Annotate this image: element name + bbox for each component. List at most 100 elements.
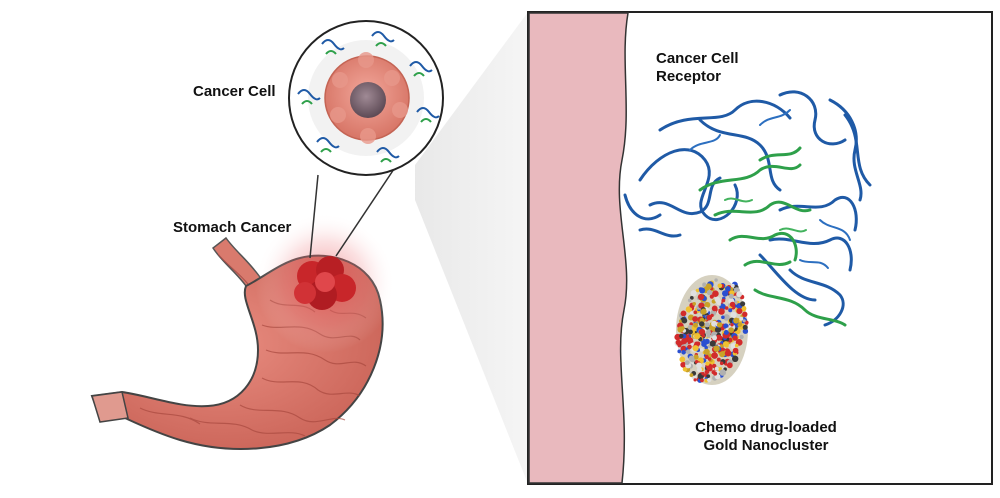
receptor-label-line1: Cancer Cell <box>656 50 739 67</box>
stomach-cancer-label: Stomach Cancer <box>173 219 292 236</box>
zoom-panel <box>527 11 993 485</box>
nanocluster-atom <box>725 286 731 292</box>
nanocluster-atom <box>717 283 723 289</box>
nanocluster-atom <box>693 310 698 315</box>
nanocluster-atom <box>699 348 704 352</box>
nanocluster-atom <box>709 340 716 347</box>
nanocluster-atom <box>680 310 687 317</box>
nanocluster-atom <box>690 342 694 347</box>
nanocluster-atom <box>712 335 717 341</box>
nanocluster-atom <box>693 322 698 328</box>
nanocluster-atom <box>713 345 720 352</box>
nanocluster-atom <box>689 296 694 300</box>
nanocluster-atom <box>704 322 710 328</box>
nanocluster-atom <box>714 366 719 371</box>
nanocluster-atom <box>714 326 722 333</box>
nanocluster-atom <box>715 334 722 341</box>
nanocluster-atom <box>717 302 721 306</box>
nanocluster-label-line1: Chemo drug-loaded <box>695 419 837 436</box>
nanocluster-atom <box>694 360 699 364</box>
nanocluster-atom <box>695 341 701 347</box>
nanocluster-atom <box>677 326 684 333</box>
nanocluster-atom <box>705 361 710 366</box>
nanocluster-atom <box>714 296 721 303</box>
nanocluster-atom <box>711 352 718 359</box>
nanocluster-atom <box>698 328 706 336</box>
nanocluster-atom <box>692 316 698 322</box>
nanocluster-atom <box>728 293 734 299</box>
inset-line-right <box>335 159 401 257</box>
nanocluster-atom <box>737 322 743 327</box>
nanocluster-atom <box>704 345 708 350</box>
nanocluster-atom <box>711 370 716 375</box>
nanocluster-atom <box>732 347 739 354</box>
nanocluster-label-line2: Gold Nanocluster <box>703 437 829 454</box>
nanocluster-atom <box>696 367 703 373</box>
nanocluster-atom <box>709 294 714 299</box>
nanocluster-atom <box>742 328 749 334</box>
nanocluster-atom <box>687 344 692 350</box>
nanocluster-atom <box>680 361 687 368</box>
nanocluster-atom <box>730 311 737 319</box>
nanocluster-atom <box>706 289 713 296</box>
nanocluster-atom <box>687 298 692 303</box>
nanocluster-atom <box>736 308 743 315</box>
nanocluster-atom <box>742 319 746 323</box>
nanocluster-atom <box>685 306 693 313</box>
nanocluster-atom <box>685 349 691 355</box>
nanocluster-atom <box>716 370 720 374</box>
nanocluster-atom <box>723 314 730 321</box>
nanocluster-atom <box>721 315 725 320</box>
nanocluster-atom <box>681 317 688 324</box>
esophagus <box>211 236 264 287</box>
nanocluster-atom <box>696 362 702 369</box>
nanocluster-atom <box>712 363 717 369</box>
nanocluster-atom <box>699 321 705 327</box>
nanocluster-label: Chemo drug-loaded Gold Nanocluster <box>676 419 856 455</box>
nanocluster-atom <box>707 357 712 361</box>
nanocluster-atom <box>690 311 694 315</box>
nanocluster-atom <box>704 301 711 308</box>
nanocluster-atom <box>732 335 738 341</box>
nanocluster-atom <box>675 339 682 346</box>
receptor-protein-icon <box>623 90 872 327</box>
receptor-label-line2: Receptor <box>656 68 722 85</box>
nanocluster-atom <box>734 343 739 348</box>
nanocluster-atom <box>706 328 711 333</box>
nanocluster-atom <box>704 354 709 360</box>
nanocluster-atom <box>728 327 734 333</box>
nanocluster-atom <box>719 361 724 366</box>
nanocluster-atom <box>701 372 705 376</box>
nanocluster-atom <box>724 349 732 357</box>
nanocluster-atom <box>690 290 697 297</box>
nanocluster-atom <box>693 378 697 382</box>
nanocluster-atom <box>688 355 695 362</box>
nanocluster-atom <box>716 357 721 362</box>
nanocluster-atom <box>728 308 733 313</box>
nanocluster-atom <box>739 334 744 340</box>
nanocluster-atom <box>707 344 711 349</box>
nanocluster-atom <box>730 283 735 288</box>
cancer-cell-inset <box>288 20 444 176</box>
nanocluster-atom <box>722 341 729 348</box>
nanocluster-atom <box>694 333 701 340</box>
nanocluster-atom <box>729 301 736 308</box>
nanocluster-atom <box>712 290 719 298</box>
nanocluster-atom <box>699 287 706 294</box>
nanocluster-atom <box>692 345 699 352</box>
cancer-cell-label: Cancer Cell <box>193 83 276 100</box>
nanocluster-atom <box>684 360 690 365</box>
nanocluster-atom <box>680 345 687 352</box>
nanocluster-atom <box>679 333 684 339</box>
cell-membrane <box>528 12 629 484</box>
nanocluster-atom <box>729 287 734 291</box>
nanocluster-atom <box>702 282 707 287</box>
nanocluster-atom <box>687 324 694 331</box>
nanocluster-atom <box>716 322 723 328</box>
nanocluster-atom <box>733 317 740 324</box>
nanocluster-atom <box>723 330 729 335</box>
nanocluster-atom <box>688 329 693 335</box>
nanocluster-atom <box>681 338 688 345</box>
nanocluster-atom <box>687 337 694 344</box>
nanocluster-atom <box>689 373 694 377</box>
